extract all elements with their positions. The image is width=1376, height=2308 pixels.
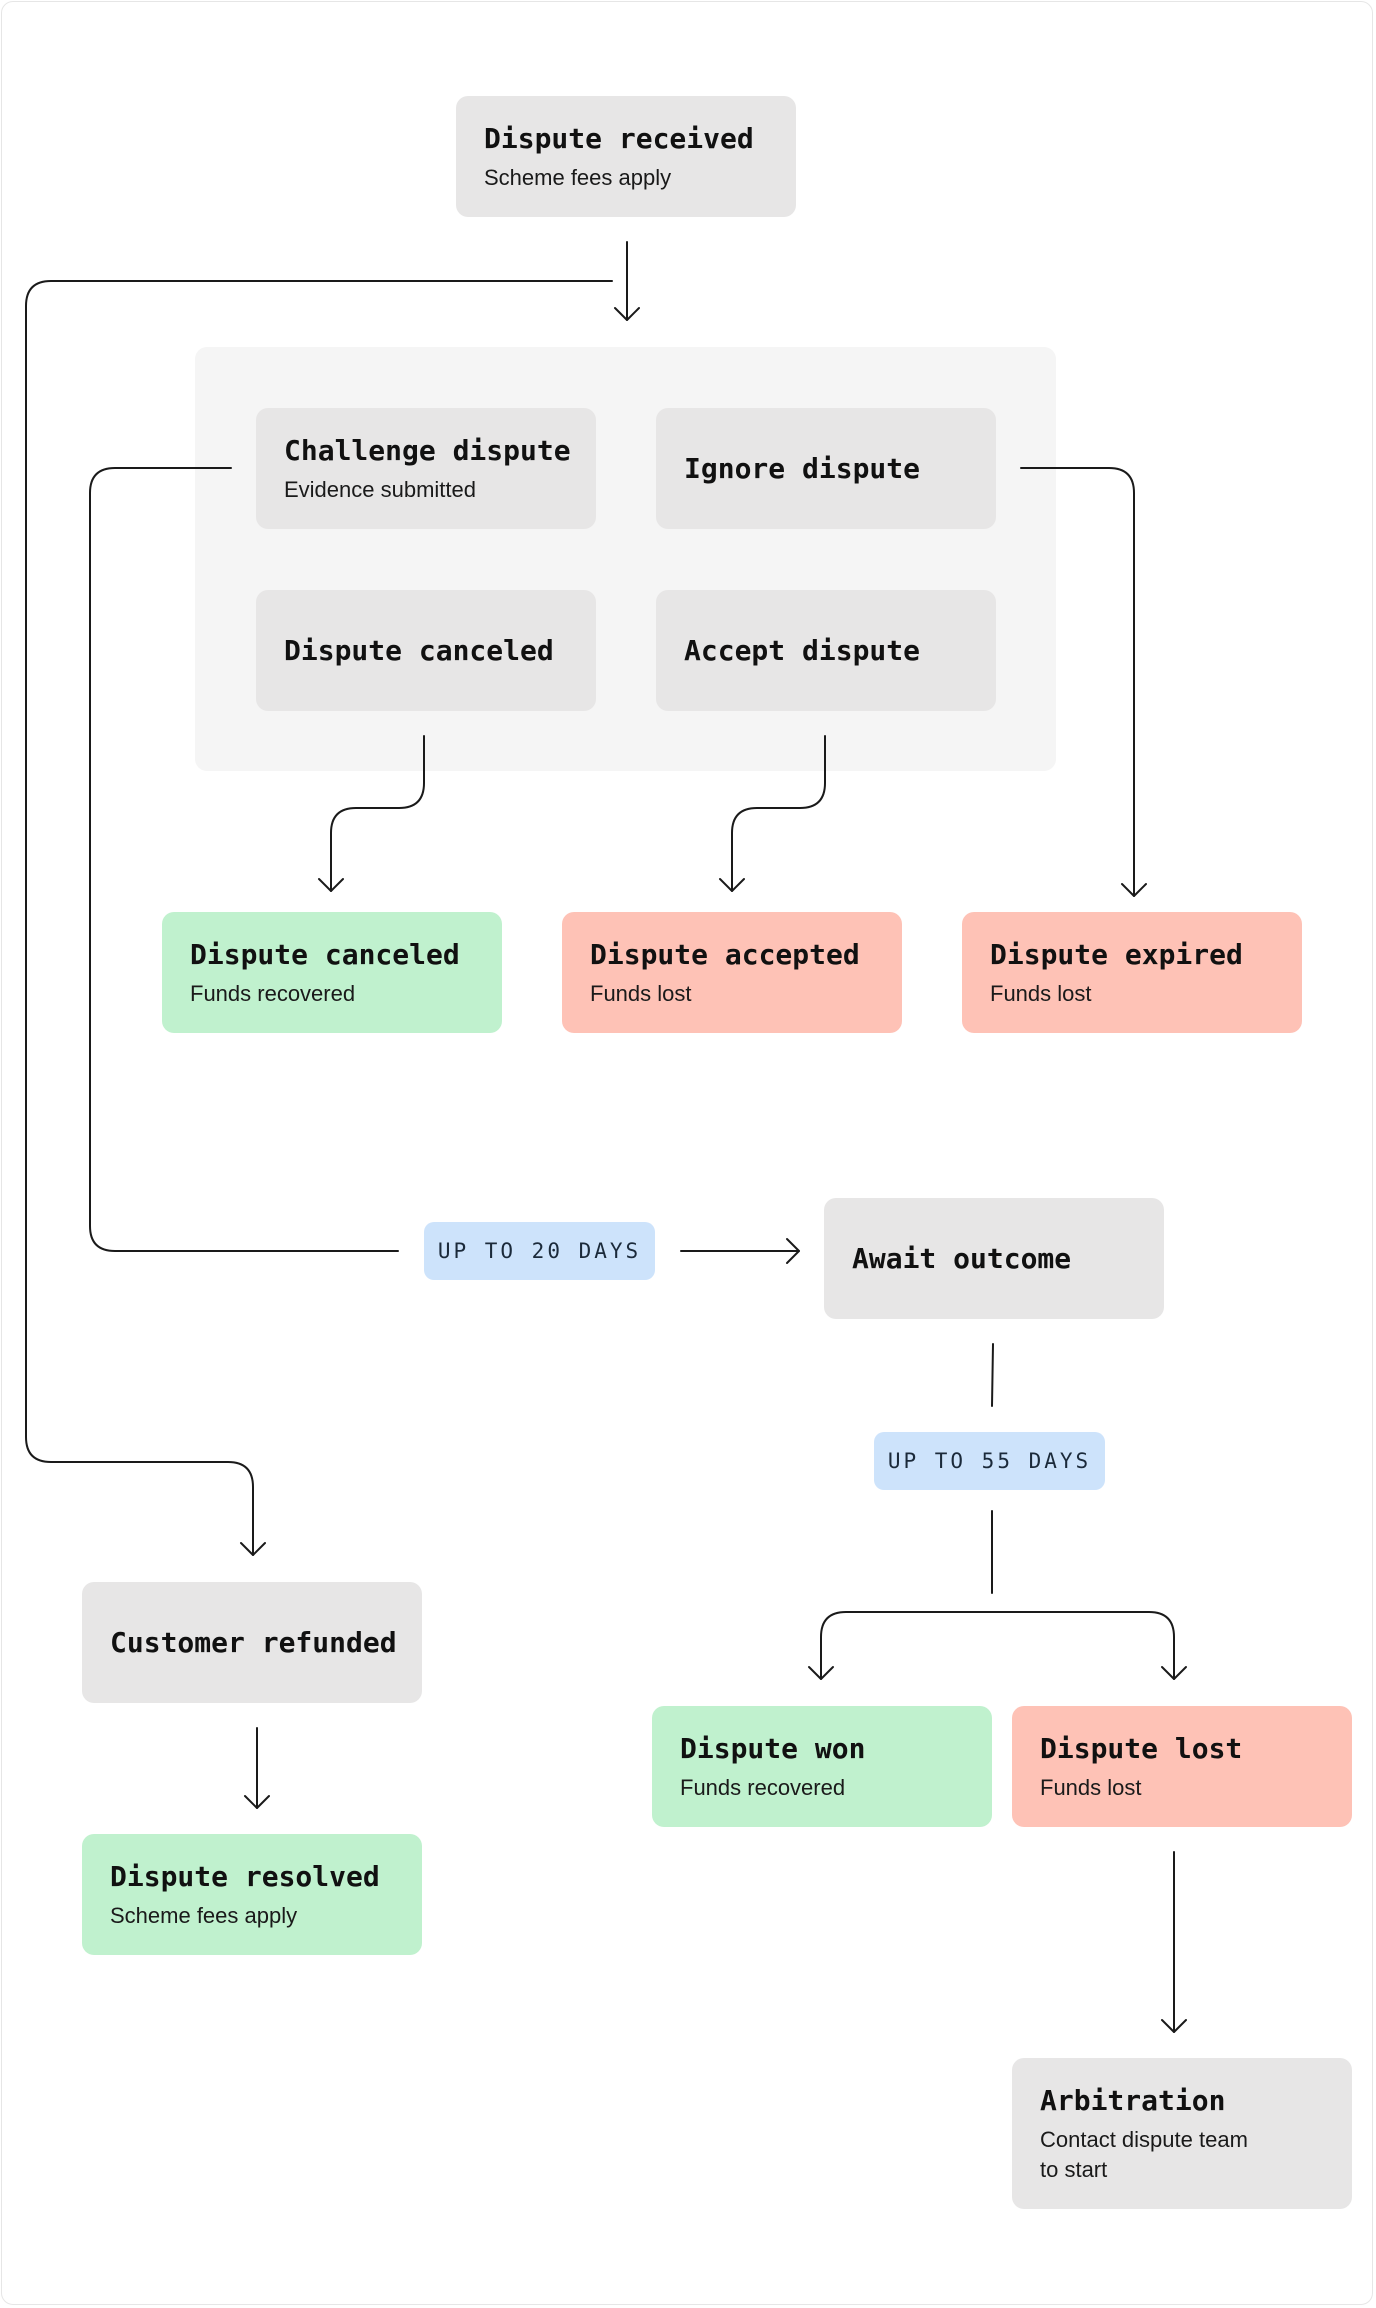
node-dispute-canceled-result: Dispute canceled Funds recovered (162, 912, 502, 1033)
node-dispute-lost: Dispute lost Funds lost (1012, 1706, 1352, 1827)
node-subtitle: Scheme fees apply (484, 164, 672, 190)
node-await-outcome: Await outcome (824, 1198, 1164, 1319)
arrowhead (318, 878, 344, 892)
node-ignore-dispute: Ignore dispute (656, 408, 996, 529)
node-subtitle: Funds lost (1040, 1774, 1142, 1800)
node-subtitle: Scheme fees apply (110, 1902, 298, 1928)
node-arbitration: Arbitration Contact dispute team to star… (1012, 2058, 1352, 2209)
node-title: Dispute expired (990, 937, 1243, 971)
node-accept-dispute: Accept dispute (656, 590, 996, 711)
node-customer-refunded: Customer refunded (82, 1582, 422, 1703)
node-title: Dispute lost (1040, 1731, 1243, 1765)
node-dispute-expired: Dispute expired Funds lost (962, 912, 1302, 1033)
node-title: Ignore dispute (684, 451, 921, 485)
node-title: Arbitration (1040, 2083, 1226, 2117)
node-subtitle: Evidence submitted (284, 476, 476, 502)
node-dispute-canceled-action: Dispute canceled (256, 590, 596, 711)
node-title: Dispute canceled (284, 633, 554, 667)
node-dispute-accepted: Dispute accepted Funds lost (562, 912, 902, 1033)
node-dispute-resolved: Dispute resolved Scheme fees apply (82, 1834, 422, 1955)
connector-accept-to-accepted (731, 735, 826, 892)
node-subtitle: Funds recovered (680, 1774, 846, 1800)
arrowhead (1161, 1666, 1187, 1680)
node-subtitle: Funds recovered (190, 980, 356, 1006)
node-title: Accept dispute (684, 633, 921, 667)
node-title: Customer refunded (110, 1625, 397, 1659)
arrowhead (614, 307, 640, 321)
duration-badge-20-days: UP TO 20 DAYS (424, 1222, 655, 1280)
node-title: Dispute accepted (590, 937, 860, 971)
node-title: Await outcome (852, 1241, 1072, 1275)
connector-received-to-refunded (25, 280, 613, 1556)
connector-challenge-to-await (89, 467, 399, 1252)
node-subtitle-line: to start (1040, 2156, 1108, 2182)
node-title: Dispute received (484, 121, 754, 155)
node-title: Dispute canceled (190, 937, 460, 971)
arrowhead (719, 878, 745, 892)
connector-ignore-to-expired (1020, 467, 1135, 897)
node-title: Challenge dispute (284, 433, 571, 467)
connector-canceled-to-result (330, 735, 425, 892)
node-subtitle-line: Contact dispute team (1040, 2126, 1248, 2152)
connector-split (820, 1611, 1175, 1680)
arrowhead (786, 1238, 800, 1264)
arrowhead (240, 1542, 266, 1556)
duration-badge-55-days: UP TO 55 DAYS (874, 1432, 1105, 1490)
node-subtitle: Funds lost (990, 980, 1092, 1006)
node-subtitle: Contact dispute team to start (1040, 2125, 1324, 2185)
connector-await-to-55-days (991, 1343, 994, 1407)
node-dispute-won: Dispute won Funds recovered (652, 1706, 992, 1827)
node-title: Dispute resolved (110, 1859, 380, 1893)
arrowhead (244, 1795, 270, 1809)
node-subtitle: Funds lost (590, 980, 692, 1006)
node-title: Dispute won (680, 1731, 866, 1765)
arrowhead (808, 1666, 834, 1680)
node-dispute-received: Dispute received Scheme fees apply (456, 96, 796, 217)
node-challenge-dispute: Challenge dispute Evidence submitted (256, 408, 596, 529)
arrowhead (1161, 2019, 1187, 2033)
arrowhead (1121, 883, 1147, 897)
